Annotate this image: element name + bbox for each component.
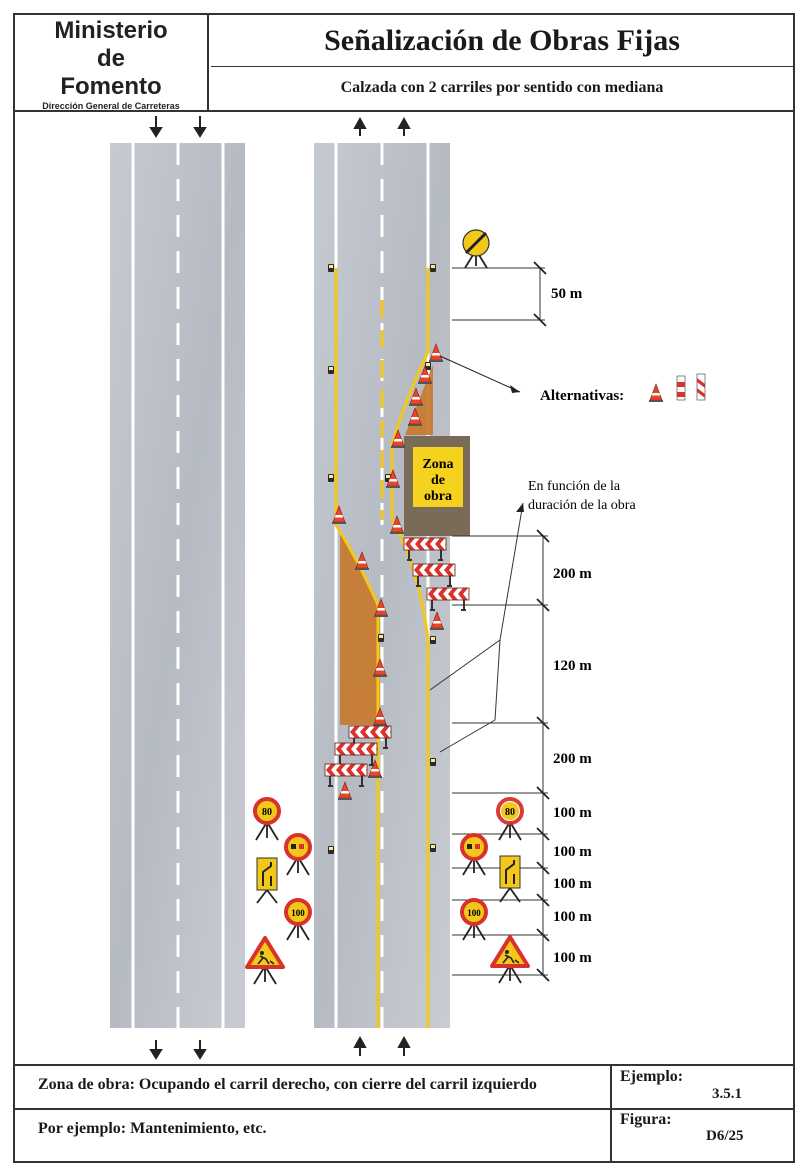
end-restriction-sign	[462, 229, 490, 269]
ministry-line-3: Fomento	[60, 73, 162, 100]
no-overtaking-sign-right	[460, 833, 488, 876]
lane-closure-sign-right	[499, 855, 521, 903]
distance-50m: 50 m	[551, 286, 583, 302]
distance-200m-a: 200 m	[553, 566, 592, 582]
roadworks-sign-left	[245, 936, 285, 985]
dimension-ticks	[533, 261, 550, 982]
distance-100m-d: 100 m	[553, 909, 592, 925]
alternatives-label: Alternativas:	[540, 388, 624, 404]
page-frame	[13, 13, 795, 1163]
example-description: Por ejemplo: Mantenimiento, etc.	[38, 1120, 267, 1137]
alternatives-pointer	[439, 355, 521, 393]
svg-text:80: 80	[505, 807, 515, 818]
work-zone-label-2: de	[431, 473, 445, 488]
svg-text:80: 80	[262, 807, 272, 818]
distance-120m: 120 m	[553, 658, 592, 674]
distance-100m-e: 100 m	[553, 950, 592, 966]
speed-limit-100-sign-left: 100	[284, 898, 312, 941]
footer-separator	[610, 1066, 612, 1163]
dimension-lines	[452, 267, 548, 976]
header-divider	[15, 110, 795, 112]
work-zone-label-3: obra	[424, 489, 452, 504]
alternative-beacon-icon	[696, 373, 706, 401]
distance-100m-b: 100 m	[553, 844, 592, 860]
page-title: Señalización de Obras Fijas	[211, 15, 793, 67]
footer-divider-top	[15, 1064, 795, 1066]
distance-100m-a: 100 m	[553, 805, 592, 821]
duration-note-line-1: En función de la	[528, 479, 621, 494]
no-overtaking-sign-left	[284, 833, 312, 876]
alternative-cone-icon	[648, 383, 664, 403]
figura-label: Figura:	[620, 1111, 672, 1128]
footer-divider-middle	[15, 1108, 795, 1110]
zone-description: Zona de obra: Ocupando el carril derecho…	[38, 1076, 537, 1093]
ministry-logo: Ministerio de Fomento Dirección General …	[15, 15, 209, 111]
direction-arrows	[149, 116, 411, 1060]
page-subtitle: Calzada con 2 carriles por sentido con m…	[340, 79, 664, 96]
speed-limit-80-sign-right: 80	[496, 797, 524, 841]
ejemplo-label: Ejemplo:	[620, 1068, 684, 1085]
ministry-line-2: de	[96, 45, 125, 72]
distance-200m-b: 200 m	[553, 751, 592, 767]
ejemplo-value: 3.5.1	[712, 1086, 742, 1102]
svg-text:100: 100	[467, 908, 481, 918]
speed-limit-100-sign-right: 100	[460, 898, 488, 941]
distance-100m-c: 100 m	[553, 876, 592, 892]
lane-closure-sign-left	[256, 857, 278, 904]
figura-value: D6/25	[706, 1128, 744, 1144]
work-zone-label-1: Zona	[422, 457, 453, 472]
roadworks-sign-right	[490, 935, 530, 984]
left-lane-taper	[340, 530, 380, 725]
svg-text:100: 100	[291, 908, 305, 918]
temporary-yellow-lines	[334, 268, 430, 1028]
department-name: Dirección General de Carreteras	[42, 101, 180, 111]
speed-limit-80-sign-left: 80	[253, 797, 281, 841]
duration-note-line-2: duración de la obra	[528, 498, 636, 513]
ministry-line-1: Ministerio	[54, 17, 168, 44]
work-zone-sign	[413, 447, 463, 507]
alternative-post-icon	[676, 375, 686, 401]
